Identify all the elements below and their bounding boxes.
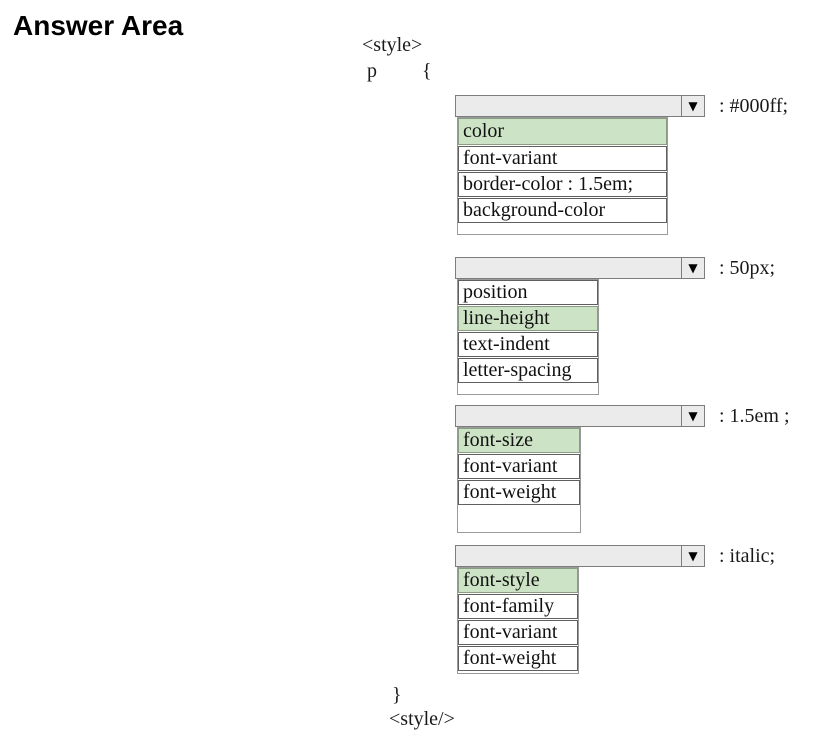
css-value-suffix: : italic; [719,545,776,567]
dropdown-option[interactable]: letter-spacing [458,358,598,383]
dropdown-option[interactable]: line-height [458,306,598,331]
code-open-brace: { [422,60,432,82]
css-value-suffix: : 50px; [719,257,776,279]
code-close-brace: } [392,684,402,706]
dropdown-arrow-button[interactable]: ▼ [681,546,704,566]
dropdown-option[interactable]: text-indent [458,332,598,357]
dropdown-arrow-button[interactable]: ▼ [681,96,704,116]
dropdown-option[interactable]: font-variant [458,146,667,171]
dropdown-option[interactable]: border-color : 1.5em; [458,172,667,197]
chevron-down-icon: ▼ [688,99,698,113]
dropdown-option[interactable]: font-weight [458,646,578,671]
dropdown-option[interactable]: font-variant [458,454,580,479]
dropdown-option[interactable]: font-style [458,568,578,593]
dropdown-arrow-button[interactable]: ▼ [681,406,704,426]
css-value-suffix: : 1.5em ; [719,405,790,427]
dropdown-option-list-4: font-style font-family font-variant font… [457,567,579,674]
dropdown-option[interactable]: font-size [458,428,580,453]
dropdown-option-list-1: color font-variant border-color : 1.5em;… [457,117,668,235]
property-dropdown-2[interactable]: ▼ [455,257,705,279]
code-style-close-tag: <style/> [389,708,455,730]
page-title: Answer Area [13,10,184,41]
chevron-down-icon: ▼ [688,261,698,275]
property-dropdown-4[interactable]: ▼ [455,545,705,567]
dropdown-option[interactable]: font-family [458,594,578,619]
property-dropdown-1[interactable]: ▼ [455,95,705,117]
code-style-open-tag: <style> [362,34,423,56]
chevron-down-icon: ▼ [688,549,698,563]
dropdown-option[interactable]: color [458,118,667,145]
code-selector-p: p [367,60,377,82]
css-value-suffix: : #000ff; [719,95,789,117]
dropdown-option[interactable]: position [458,280,598,305]
dropdown-option[interactable]: font-variant [458,620,578,645]
property-dropdown-3[interactable]: ▼ [455,405,705,427]
dropdown-option-list-2: position line-height text-indent letter-… [457,279,599,395]
dropdown-option[interactable]: font-weight [458,480,580,505]
dropdown-arrow-button[interactable]: ▼ [681,258,704,278]
dropdown-option[interactable]: background-color [458,198,667,223]
chevron-down-icon: ▼ [688,409,698,423]
dropdown-option-list-3: font-size font-variant font-weight [457,427,581,533]
